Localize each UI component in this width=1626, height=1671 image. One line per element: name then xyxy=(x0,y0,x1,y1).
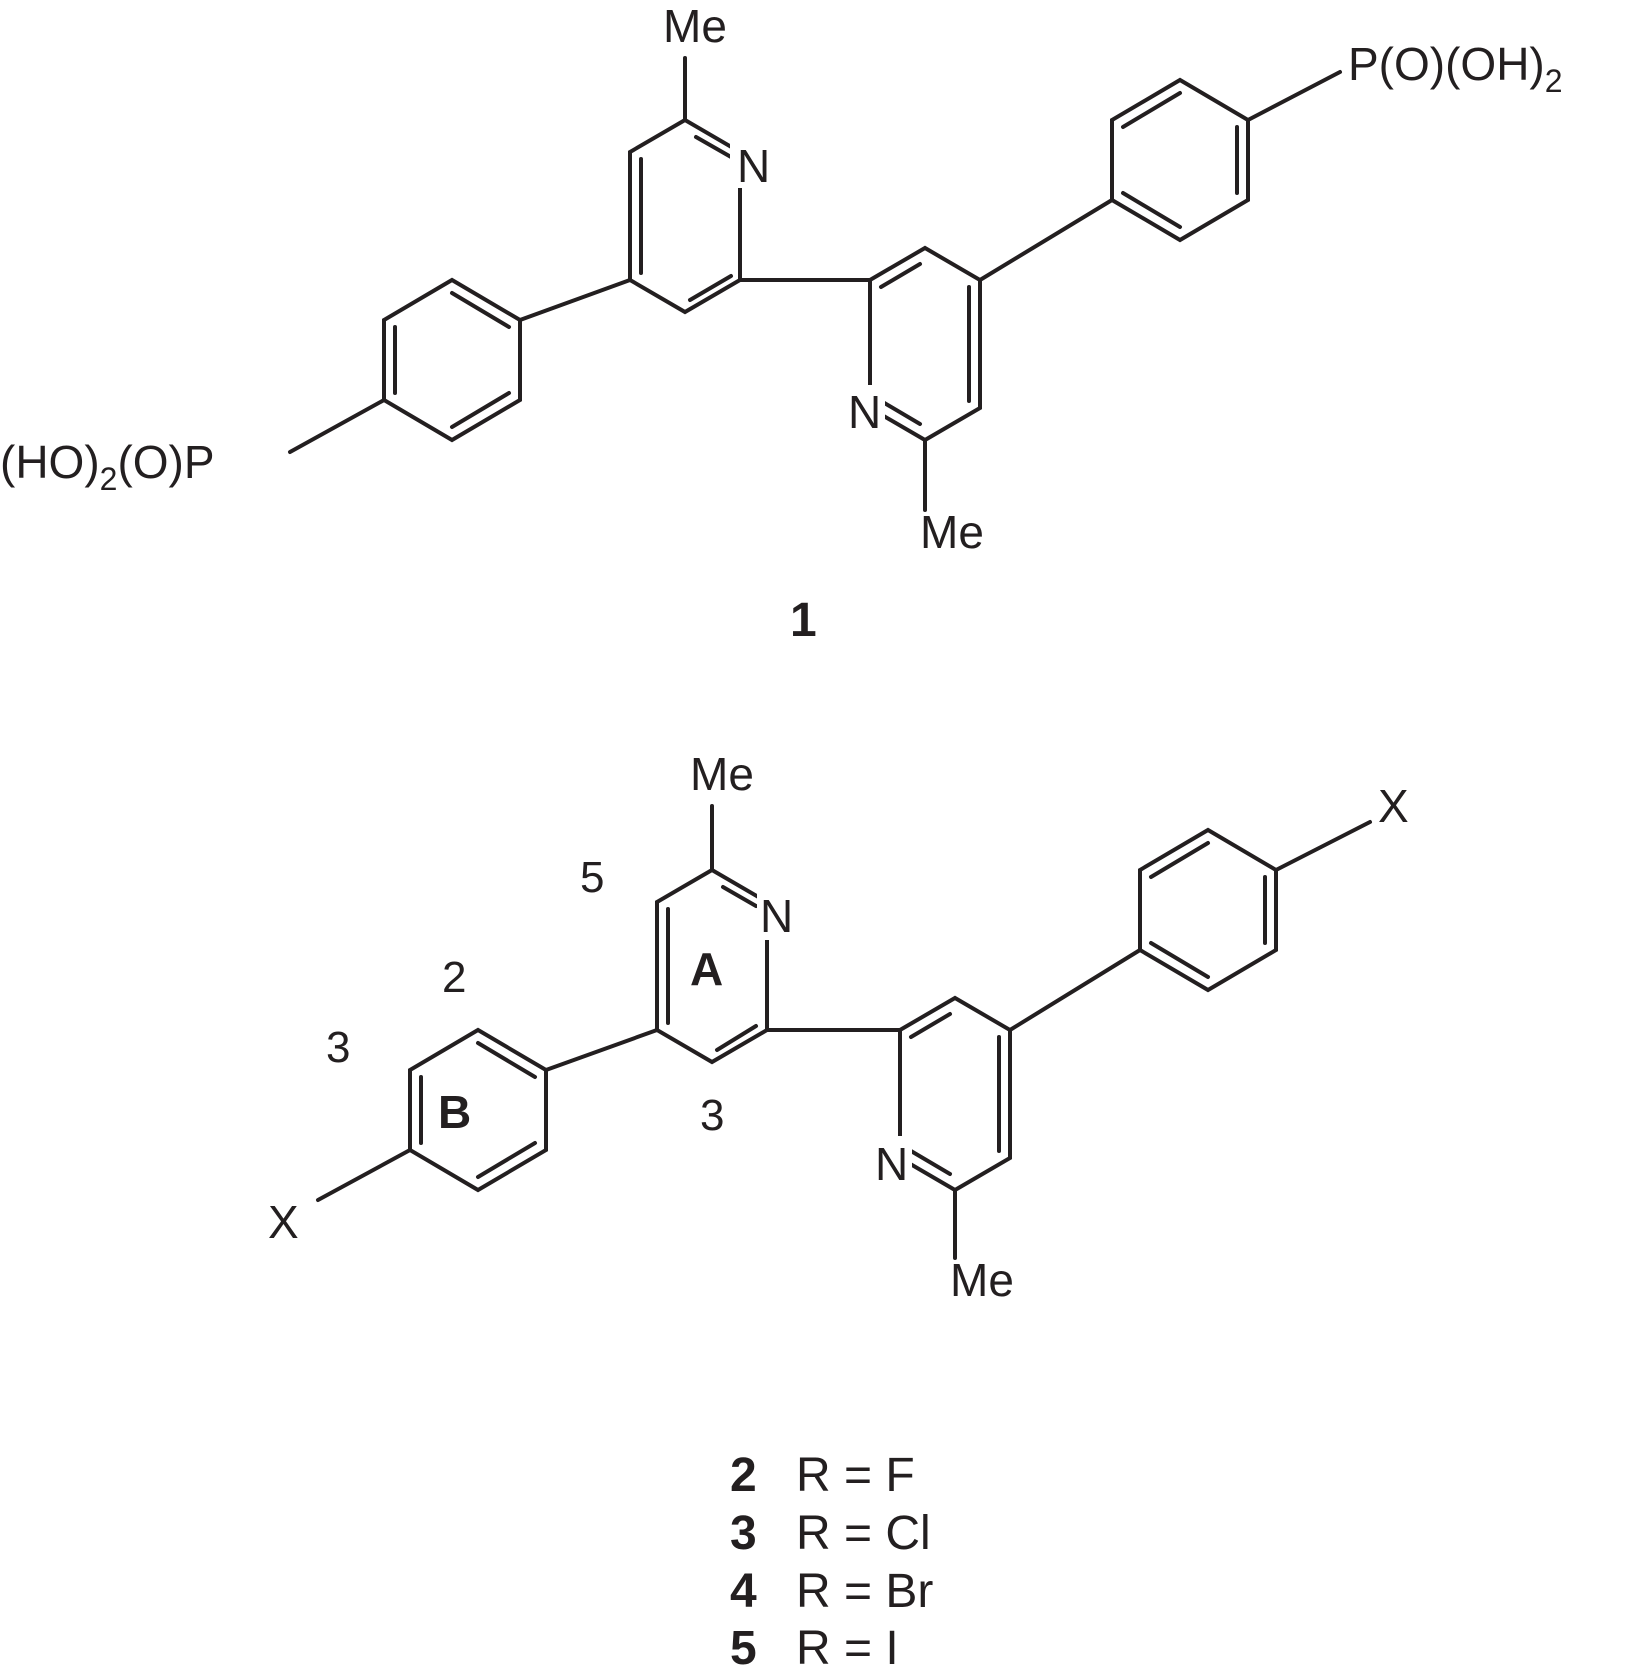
svg-text:3: 3 xyxy=(730,1507,757,1560)
position-2: 2 xyxy=(442,953,466,1002)
phenyl-ring-b xyxy=(408,1027,548,1193)
c2-n-lower: N xyxy=(875,1138,908,1190)
c1-methyl-top: Me xyxy=(663,0,727,52)
compound-legend: 2 R = F 3 R = Cl 4 R = Br 5 R = I xyxy=(730,1449,933,1671)
legend-row: 5 R = I xyxy=(730,1622,899,1671)
c1-methyl-bottom: Me xyxy=(920,506,984,558)
svg-text:2: 2 xyxy=(730,1449,757,1502)
compound-number-1: 1 xyxy=(790,594,817,647)
svg-text:R = I: R = I xyxy=(796,1622,899,1671)
c1-phosphonic-left: (HO)2(O)P xyxy=(0,436,215,497)
ring-label-b: B xyxy=(438,1086,471,1138)
svg-text:R = F: R = F xyxy=(796,1449,915,1502)
c1-phosphonic-right: P(O)(OH)2 xyxy=(1348,38,1563,99)
legend-row: 4 R = Br xyxy=(730,1565,933,1618)
position-3-phenyl: 3 xyxy=(326,1023,350,1072)
phenyl-right-ring-2 xyxy=(1138,827,1278,993)
c1-n-upper: N xyxy=(737,140,770,192)
pyridine-1-ring xyxy=(628,118,742,315)
pyridine-2-ring xyxy=(868,245,982,443)
position-5: 5 xyxy=(580,853,604,902)
c2-halogen-left: X xyxy=(268,1196,299,1248)
phenyl-left-ring xyxy=(382,277,522,443)
position-3-pyridine: 3 xyxy=(700,1091,724,1140)
legend-row: 2 R = F xyxy=(730,1449,915,1502)
compound-2-5-structure: N N Me Me X X A B 5 3 2 3 xyxy=(268,748,1409,1306)
phenyl-right-ring xyxy=(1110,77,1250,243)
legend-row: 3 R = Cl xyxy=(730,1507,931,1560)
ring-label-a: A xyxy=(690,943,723,995)
c2-n-upper: N xyxy=(760,890,793,942)
pyridine-ring-second xyxy=(898,995,1012,1193)
svg-text:R = Br: R = Br xyxy=(796,1565,933,1618)
svg-text:5: 5 xyxy=(730,1622,757,1671)
c2-methyl-bottom: Me xyxy=(950,1254,1014,1306)
svg-text:R = Cl: R = Cl xyxy=(796,1507,931,1560)
c2-methyl-top: Me xyxy=(690,748,754,800)
svg-text:4: 4 xyxy=(730,1565,757,1618)
c1-n-lower: N xyxy=(848,386,881,438)
c2-halogen-right: X xyxy=(1378,780,1409,832)
compound-1-structure: N N Me Me (HO)2(O)P P(O)(OH)2 1 xyxy=(0,0,1563,647)
